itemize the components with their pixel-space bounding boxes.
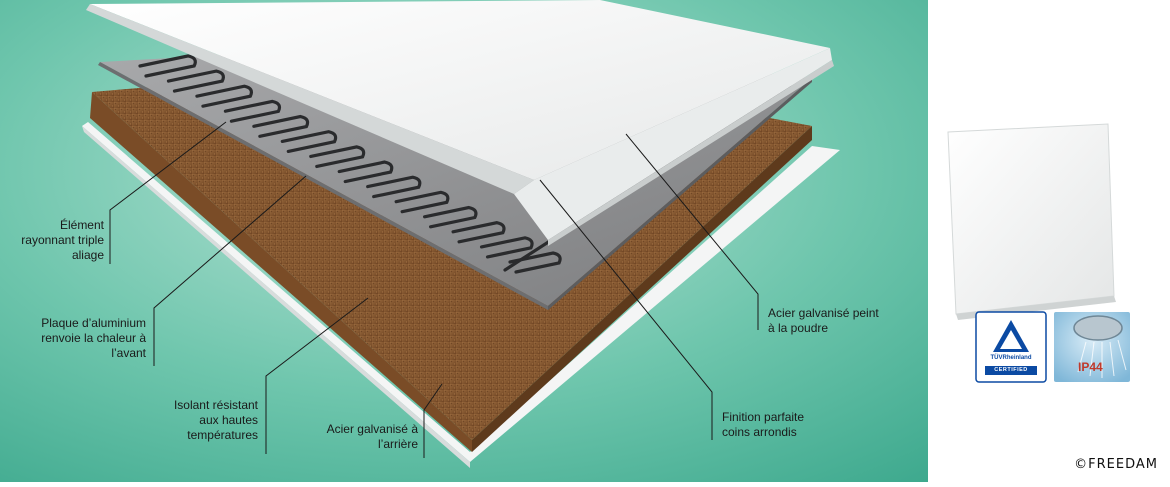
label-isolant: Isolant résistant aux hautes température…	[173, 398, 258, 442]
product-panel	[947, 123, 1115, 315]
back-steel-edge	[82, 126, 470, 468]
copyright: ©FREEDAM	[1074, 457, 1158, 472]
coil-loop	[337, 160, 394, 184]
cork-front-right	[472, 126, 812, 452]
label-acier-peint: Acier galvanisé peint à la poudre	[768, 306, 879, 335]
leader-element	[109, 121, 227, 264]
top-panel-face	[90, 0, 830, 180]
top-panel-bend	[514, 48, 832, 240]
coil-loop	[366, 175, 422, 199]
aluminium-edge-left	[98, 62, 548, 310]
label-aluminium: Plaque d’aluminium renvoie la chaleur à …	[41, 316, 146, 360]
aluminium-edge	[548, 78, 812, 310]
coil-loop	[252, 114, 310, 138]
coil-loop	[423, 205, 478, 229]
leader-finition	[539, 179, 713, 440]
shower-head-icon	[1073, 315, 1123, 341]
coil-loop	[195, 84, 254, 108]
coil-loop	[223, 99, 282, 123]
water-drops-icon	[1077, 339, 1127, 378]
top-panel-edge-left	[86, 4, 534, 194]
tuv-brand-text: TÜVRheinland	[990, 355, 1032, 361]
coil-loop	[138, 54, 197, 78]
top-panel-edge-right	[548, 60, 834, 246]
leader-isolant	[265, 297, 369, 454]
cork-front-left	[90, 92, 472, 452]
label-element: Élément rayonnant triple aliage	[21, 218, 104, 262]
label-finition: Finition parfaite coins arrondis	[722, 410, 805, 439]
coil-loop	[166, 69, 225, 93]
label-acier-arriere: Acier galvanisé à l’arrière	[326, 422, 418, 451]
layer-diagram	[0, 0, 928, 482]
coil-loop	[309, 145, 366, 169]
tuv-certified-label: CERTIFIED	[985, 366, 1037, 375]
ip44-label: IP44	[1078, 360, 1103, 374]
side-panel-art	[947, 123, 1130, 383]
coil-loop	[451, 221, 506, 244]
side-panel: TÜVRheinland CERTIFIED IP44	[928, 0, 1170, 482]
leader-acier-arriere	[423, 383, 443, 458]
leader-aluminium	[153, 175, 307, 366]
coil-loop	[280, 130, 338, 153]
coil-loop	[508, 251, 562, 274]
coil-loop	[394, 190, 450, 214]
leader-acier-peint	[625, 133, 759, 330]
coil-loop	[479, 236, 534, 259]
